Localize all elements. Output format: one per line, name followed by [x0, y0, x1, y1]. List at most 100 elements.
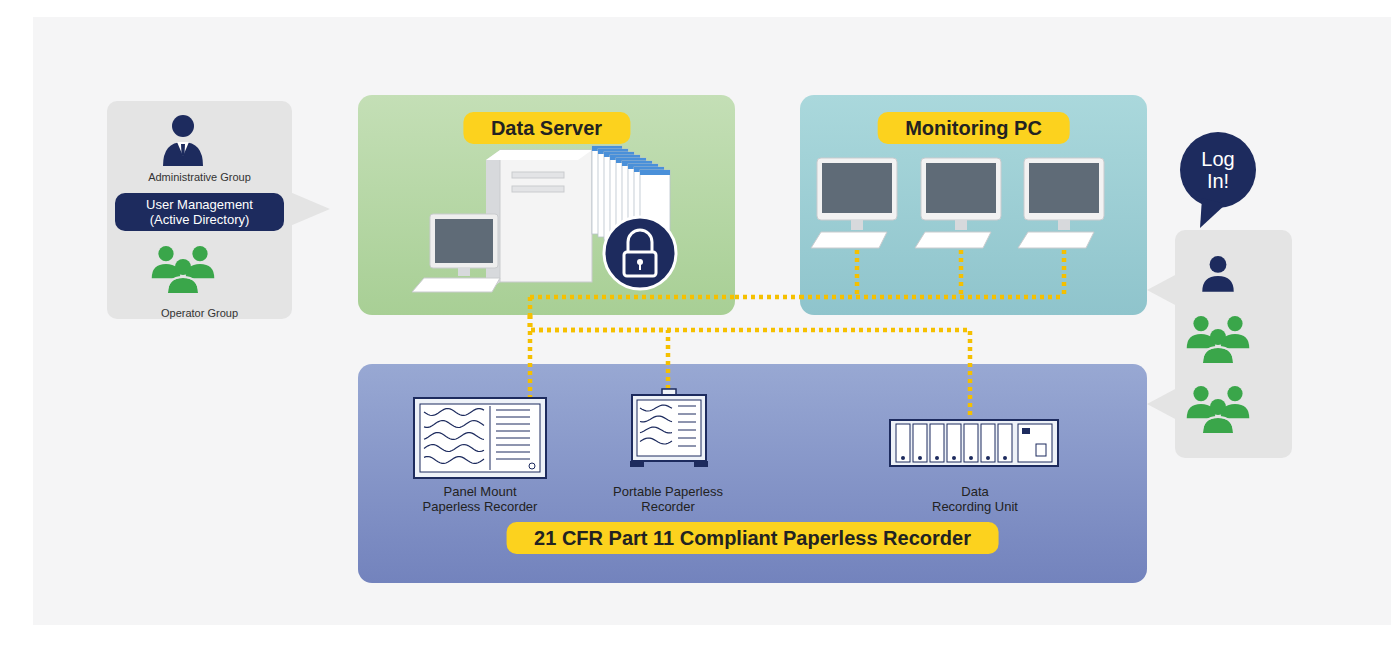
- io-module: [998, 424, 1012, 462]
- handle: [662, 389, 676, 395]
- recorder-band: 21 CFR Part 11 Compliant Paperless Recor…: [358, 364, 1147, 583]
- person-body: [1221, 404, 1250, 418]
- scale-tick: [496, 452, 530, 453]
- document-edge: [622, 161, 652, 166]
- node-label: Portable Paperless Recorder: [606, 484, 731, 514]
- person-body: [1202, 276, 1234, 292]
- node-label: Panel Mount Paperless Recorder: [418, 484, 543, 514]
- io-module: [896, 424, 910, 462]
- io-module: [981, 424, 995, 462]
- network-connector: [735, 295, 800, 300]
- scale-tick: [678, 446, 696, 447]
- monitor-stand: [1058, 220, 1070, 230]
- monitor-frame: [430, 214, 498, 268]
- keyhole: [637, 259, 643, 265]
- callout-tail: [1147, 388, 1177, 420]
- document-edge: [640, 170, 670, 175]
- waveform: [424, 445, 484, 452]
- port: [1036, 444, 1046, 456]
- admin-icon: [163, 115, 203, 166]
- drive-slot: [512, 186, 564, 192]
- network-wire: [855, 250, 860, 297]
- node-label: Data Recording Unit: [931, 484, 1019, 514]
- network-connector: [530, 315, 668, 388]
- node-label: User Management (Active Directory): [135, 197, 265, 227]
- device-box: Panel Mount Paperless Recorder: [405, 397, 555, 514]
- scale-tick: [496, 431, 530, 432]
- waveform: [424, 409, 484, 416]
- monitor-screen: [435, 219, 493, 263]
- monitor-stand: [955, 220, 967, 230]
- server-illustration: [412, 146, 676, 292]
- document: [592, 146, 622, 234]
- person-head: [1210, 329, 1226, 345]
- terminal: [952, 456, 956, 460]
- panel-recorder-illustration: [414, 398, 546, 478]
- tower-side: [486, 150, 500, 292]
- node-label: Log In!: [1193, 148, 1243, 192]
- scale-tick: [496, 410, 530, 411]
- operator-group-icon: [1187, 386, 1250, 433]
- person-head: [192, 246, 207, 261]
- terminal: [969, 456, 973, 460]
- scale-tick: [496, 459, 530, 460]
- monitor-screen: [926, 163, 996, 213]
- person-gap: [1202, 417, 1234, 433]
- knob: [529, 463, 535, 469]
- scale-tick: [678, 438, 696, 439]
- monitor-frame: [1024, 158, 1104, 220]
- keyboard: [412, 278, 500, 292]
- heading-pill: Monitoring PC: [877, 112, 1070, 144]
- bubble-tail: [1200, 198, 1226, 228]
- terminal: [986, 456, 990, 460]
- document-edge: [628, 164, 658, 169]
- pc-illustration: [811, 158, 897, 248]
- network-wire: [530, 297, 735, 315]
- lock-badge: [604, 217, 676, 289]
- terminal: [935, 456, 939, 460]
- keyboard: [915, 232, 991, 248]
- node-label: Administrative Group: [107, 171, 292, 184]
- recorder-frame: [414, 398, 546, 478]
- callout-tail: [1147, 274, 1177, 306]
- node-label: Operator Group: [107, 307, 292, 320]
- person-head: [1227, 316, 1242, 331]
- person-body: [1203, 348, 1233, 363]
- status-led: [1022, 428, 1030, 434]
- data-server-box: Data Server: [358, 95, 735, 315]
- page-ground: [33, 17, 1391, 625]
- scale-line: [490, 406, 491, 470]
- portable-recorder-illustration: [630, 389, 708, 467]
- monitoring-pc-box: Monitoring PC: [800, 95, 1147, 315]
- waveform: [424, 433, 484, 440]
- callout-tail: [290, 192, 330, 226]
- pc-illustration: [1018, 158, 1104, 248]
- scale-tick: [678, 406, 696, 407]
- lock-shackle: [628, 230, 652, 252]
- person-head: [1193, 386, 1208, 401]
- document-edge: [592, 146, 622, 151]
- document-edge: [598, 149, 628, 154]
- waveform: [640, 416, 672, 422]
- document: [628, 164, 658, 252]
- device-box: Portable Paperless Recorder: [598, 388, 738, 514]
- recorder-screen: [637, 400, 701, 456]
- device-box: Data Recording Unit: [885, 415, 1065, 514]
- waveform: [640, 427, 672, 433]
- io-module: [964, 424, 978, 462]
- keyboard: [1018, 232, 1094, 248]
- scale-tick: [496, 424, 530, 425]
- network-wire: [800, 295, 1064, 300]
- scale-tick: [678, 414, 696, 415]
- keyhole-slot: [639, 263, 641, 270]
- document-edge: [616, 158, 646, 163]
- operator-group-icon: [152, 246, 215, 293]
- person-head: [1193, 316, 1208, 331]
- network-wire: [1062, 250, 1067, 297]
- foot: [630, 461, 644, 467]
- document: [634, 167, 664, 255]
- person-head: [158, 246, 173, 261]
- terminal: [901, 456, 905, 460]
